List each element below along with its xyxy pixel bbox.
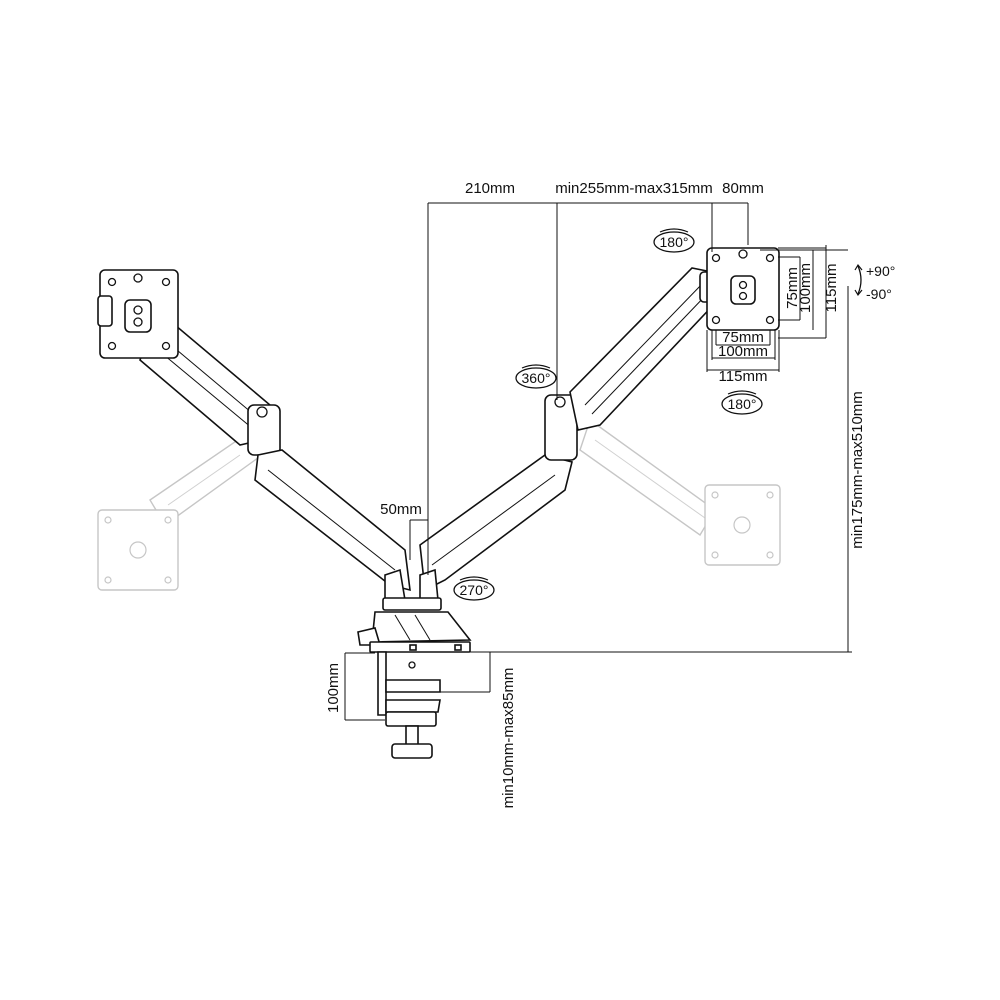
dimension-labels: 210mm min255mm-max315mm 80mm 50mm 75mm 1… [325, 180, 866, 808]
label-vesa-h-100: 100mm [718, 343, 768, 360]
label-arm-extension: min255mm-max315mm [555, 180, 713, 197]
base-and-clamp [357, 568, 472, 759]
svg-text:-90°: -90° [866, 286, 892, 302]
label-arm-offset: 210mm [465, 180, 515, 197]
ghost-left-arm [97, 434, 264, 591]
svg-text:360°: 360° [522, 370, 551, 386]
svg-text:180°: 180° [660, 234, 689, 250]
label-vesa-v-100: 100mm [797, 263, 814, 313]
label-clamp-height: 100mm [325, 663, 342, 713]
dimension-lines [344, 202, 852, 721]
rotation-badge-arm-swivel: 360° [515, 364, 557, 389]
svg-text:+90°: +90° [866, 263, 895, 279]
label-vesa-h-115: 115mm [719, 368, 768, 385]
label-vesa-v-75: 75mm [784, 267, 801, 309]
left-arm [97, 269, 411, 592]
label-vesa-h-75: 75mm [722, 329, 764, 346]
label-desk-thickness: min10mm-max85mm [500, 668, 517, 809]
ghost-right-arm [579, 418, 781, 566]
svg-text:180°: 180° [728, 396, 757, 412]
rotation-badge-base-swivel: 270° [453, 576, 495, 601]
svg-text:270°: 270° [460, 582, 489, 598]
label-plate-offset: 80mm [722, 180, 764, 197]
label-height-range: min175mm-max510mm [849, 391, 866, 549]
rotation-badge-plate-top: 180° [653, 228, 695, 253]
tilt-indicator: +90° -90° [854, 263, 895, 302]
right-arm [419, 247, 780, 592]
rotation-badge-plate-bottom: 180° [721, 390, 763, 415]
label-vesa-v-115: 115mm [823, 264, 840, 313]
label-column-gap: 50mm [380, 501, 422, 518]
